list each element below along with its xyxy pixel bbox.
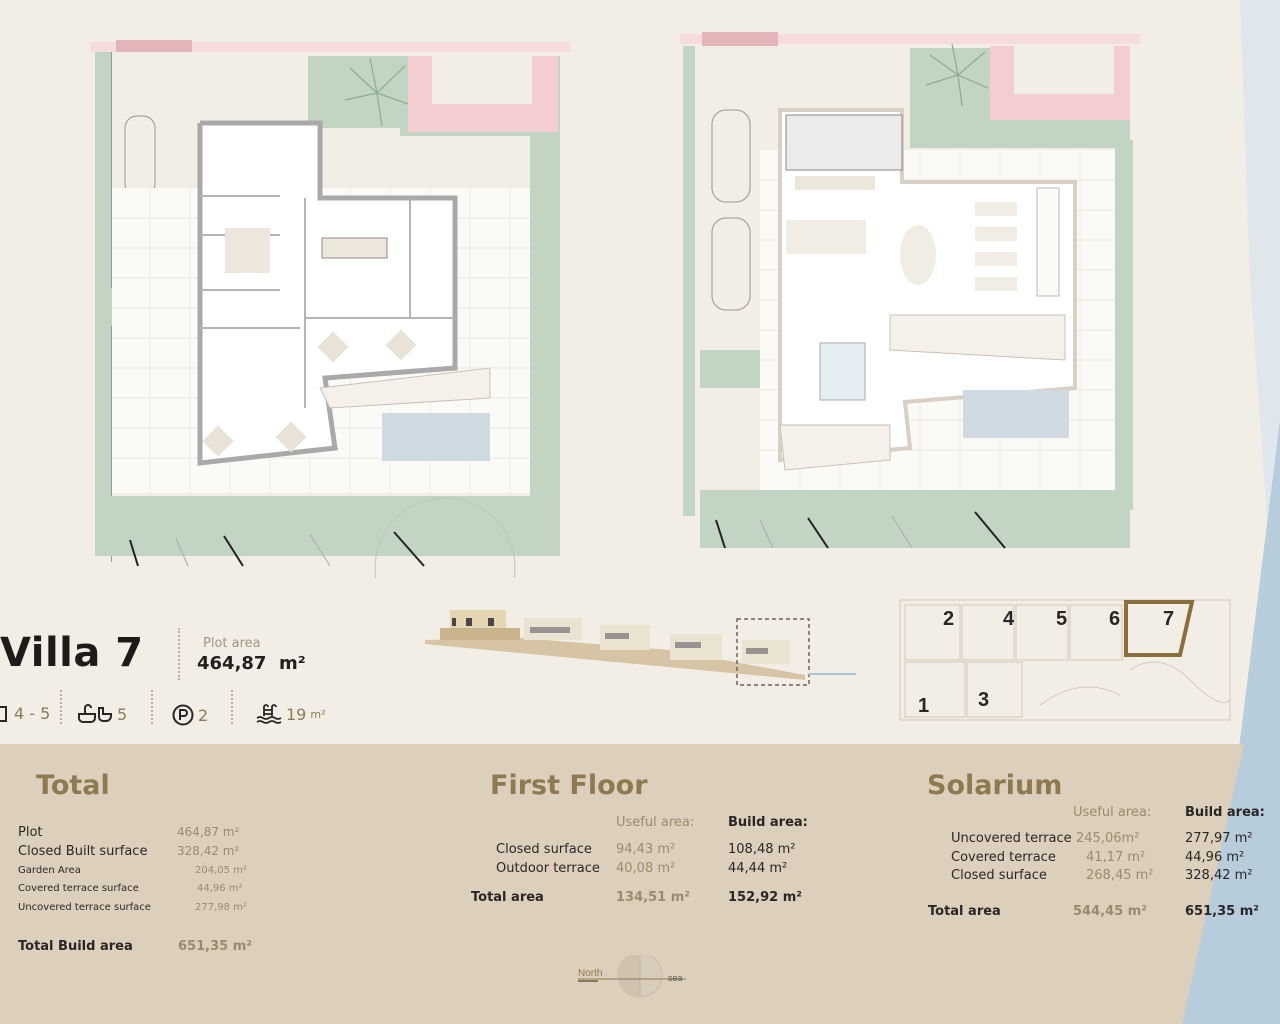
build-area-header: Build area:	[1185, 805, 1265, 820]
first-floor-useful: 40,08 m²	[616, 861, 676, 876]
solarium-total-build: 651,35 m²	[1185, 904, 1259, 919]
solarium-build: 44,96 m²	[1185, 850, 1245, 865]
highlighted-lot-7	[1124, 600, 1195, 657]
pool-icon	[256, 704, 282, 724]
total-row-label: Garden Area	[18, 865, 81, 876]
plot-area-value: 464,87 m²	[197, 653, 306, 674]
lot-label: 2	[943, 608, 954, 630]
first-floor-build: 108,48 m²	[728, 842, 796, 857]
feature-parking: 2	[172, 704, 208, 726]
lot-label: 4	[1003, 608, 1015, 630]
car-icon	[711, 109, 751, 311]
total-row-value: 328,42 m²	[177, 844, 240, 858]
solarium-useful: 268,45 m²	[1086, 868, 1154, 883]
total-row-label: Uncovered terrace surface	[18, 902, 151, 913]
lot-label: 1	[918, 695, 929, 717]
total-row-value: 204,05 m²	[195, 865, 247, 876]
lot-label: 6	[1109, 608, 1120, 630]
solarium-useful: 41,17 m²	[1086, 850, 1146, 865]
first-floor-total-label: Total area	[471, 890, 544, 905]
total-row-value: 464,87 m²	[177, 825, 240, 839]
solarium-useful: 245,06m²	[1076, 831, 1140, 846]
useful-area-header: Useful area:	[616, 815, 695, 830]
lot-label: 7	[1163, 608, 1174, 630]
total-row-label: Covered terrace surface	[18, 883, 139, 894]
divider	[231, 690, 233, 724]
pool-value: 19	[286, 704, 307, 724]
total-build-value: 651,35 m²	[178, 939, 252, 954]
pool-unit: m²	[310, 707, 326, 721]
first-floor-title: First Floor	[490, 770, 648, 801]
bedroom-icon	[0, 705, 7, 722]
useful-area-header: Useful area:	[1073, 805, 1152, 820]
palm-icon	[925, 43, 989, 107]
solarium-row-label: Uncovered terrace	[951, 831, 1072, 846]
compass: North sea	[576, 952, 696, 1005]
plot-area-number: 464,87	[197, 653, 267, 674]
solarium-plan	[680, 30, 1140, 560]
lot-label: 3	[978, 689, 989, 711]
bath-toilet-icon	[78, 704, 112, 723]
villa-title: Villa 7	[0, 630, 144, 676]
elevation-view	[420, 600, 860, 700]
compass-north-label: North	[578, 968, 602, 979]
total-row-value: 277,98 m²	[195, 902, 247, 913]
first-floor-useful: 94,43 m²	[616, 842, 676, 857]
total-build-label: Total Build area	[18, 939, 133, 954]
solarium-build: 328,42 m²	[1185, 868, 1253, 883]
solarium-total-label: Total area	[928, 904, 1001, 919]
compass-sea-label: sea	[668, 973, 683, 983]
first-floor-plan	[90, 38, 570, 578]
bedrooms-value: 4 - 5	[14, 704, 51, 723]
first-floor-row-label: Outdoor terrace	[496, 861, 600, 876]
lot-label: 5	[1056, 608, 1067, 630]
divider	[178, 628, 180, 680]
total-title: Total	[36, 770, 110, 801]
solarium-row-label: Covered terrace	[951, 850, 1056, 865]
plot-area-label: Plot area	[203, 636, 261, 651]
bathrooms-value: 5	[117, 704, 128, 724]
total-row-label: Plot	[18, 825, 43, 840]
site-location-map: 2 4 5 6 7 1 3	[890, 590, 1240, 730]
total-row-value: 44,96 m²	[197, 883, 243, 894]
first-floor-build: 44,44 m²	[728, 861, 788, 876]
feature-pool: 19 m²	[256, 704, 325, 724]
solarium-total-useful: 544,45 m²	[1073, 904, 1147, 919]
first-floor-total-useful: 134,51 m²	[616, 890, 690, 905]
build-area-header: Build area:	[728, 815, 808, 830]
plot-area-unit: m²	[279, 653, 306, 674]
solarium-build: 277,97 m²	[1185, 831, 1253, 846]
first-floor-row-label: Closed surface	[496, 842, 592, 857]
parking-icon	[172, 704, 194, 726]
total-row-label: Closed Built surface	[18, 844, 148, 859]
palm-icon	[344, 57, 409, 127]
divider	[151, 690, 153, 724]
divider	[60, 690, 62, 724]
first-floor-total-build: 152,92 m²	[728, 890, 802, 905]
feature-bathrooms: 5	[77, 704, 127, 724]
solarium-title: Solarium	[927, 770, 1063, 801]
parking-value: 2	[198, 705, 209, 725]
solarium-row-label: Closed surface	[951, 868, 1047, 883]
feature-bedrooms: 4 - 5	[0, 704, 50, 723]
